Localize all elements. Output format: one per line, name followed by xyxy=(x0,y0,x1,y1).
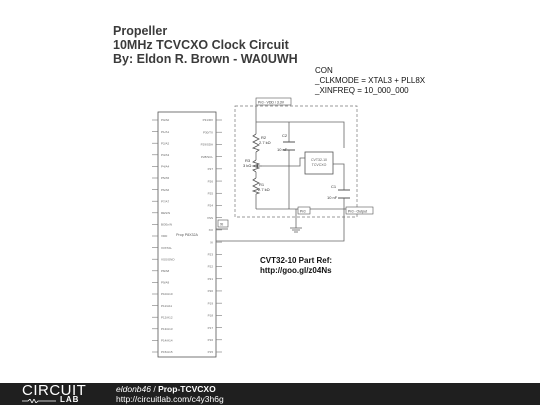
svg-text:Prd: Prd xyxy=(300,210,306,214)
part-reference: CVT32-10 Part Ref: http://goo.gl/z04Ns xyxy=(260,256,332,276)
chip-pin-label-left: P1/A1 xyxy=(161,130,170,134)
chip-pin-label-left: P3/A3 xyxy=(161,153,170,157)
chip-pin-label-left: P7/A7 xyxy=(161,199,170,203)
chip-pin-label-right: P30/TX xyxy=(203,130,213,134)
con-line-2: _CLKMODE = XTAL3 + PLL8X xyxy=(315,76,426,85)
chip-pin-label-right: P23 xyxy=(208,253,214,257)
c1-value: 10 nF xyxy=(327,195,338,200)
oscillator-boundary xyxy=(234,105,358,218)
svg-text:Prd - VDD / 3.3V: Prd - VDD / 3.3V xyxy=(258,101,285,105)
resistor-r2[interactable]: R2 2.7 kΩ xyxy=(251,133,271,153)
circuitlab-logo[interactable]: CIRCUIT xyxy=(22,382,87,399)
con-block: CON _CLKMODE = XTAL3 + PLL8X _XINFREQ = … xyxy=(315,66,425,96)
oscillator-cvt32-10[interactable]: CVT32-10 TCVCXO xyxy=(304,151,334,175)
chip-pin-label-right: P28/SCL xyxy=(201,155,213,159)
chip-pin-label-right: P17 xyxy=(208,326,214,330)
capacitor-c1[interactable]: C1 10 nF xyxy=(327,184,350,200)
chip-pin-label-right: P15 xyxy=(208,350,214,354)
wires xyxy=(216,106,350,242)
chip-pin-label-left: P6/A6 xyxy=(161,188,170,192)
chip-pin-label-right: P16 xyxy=(208,338,214,342)
chip-pin-label-right: P25 xyxy=(208,191,214,195)
r2-value: 2.7 kΩ xyxy=(259,140,271,145)
r3-value: 3 kΩ xyxy=(243,163,251,168)
chip-pin-label-right: VSS xyxy=(207,216,213,220)
footer-project-line: eldonb46 / Prop-TCVCXO xyxy=(116,384,216,394)
wire-osc-out xyxy=(333,163,345,190)
osc-sub: TCVCXO xyxy=(312,163,327,167)
chip-body xyxy=(157,111,217,358)
wire-output xyxy=(216,198,345,242)
net-label-xi[interactable]: XI xyxy=(217,219,229,228)
chip-pin-label-right: P21 xyxy=(208,277,214,281)
osc-label: CVT32-10 xyxy=(311,158,327,162)
diagram-title: Propeller 10MHz TCVCXO Clock Circuit By:… xyxy=(113,24,298,66)
resistor-r3[interactable]: R3 3 kΩ xyxy=(243,158,262,173)
footer-user-link[interactable]: eldonb46 xyxy=(116,384,151,394)
chip-pin-label-right: P26 xyxy=(208,179,214,183)
svg-text:XI: XI xyxy=(220,223,223,227)
c2-name: C2 xyxy=(282,133,288,138)
chip-pin-label-right: XO xyxy=(209,228,214,232)
chip-pin-label-right: P19 xyxy=(208,301,214,305)
part-ref-line-1: CVT32-10 Part Ref: xyxy=(260,256,333,265)
footer-bar: CIRCUIT LAB eldonb46 / Prop-TCVCXO http:… xyxy=(0,383,540,405)
chip-pin-label-left: P14/A14 xyxy=(161,339,173,343)
chip-pin-label-right: P29/SDA xyxy=(201,143,213,147)
net-label-prd[interactable]: Prd xyxy=(297,206,311,215)
chip-pin-label-left: P10/A10 xyxy=(161,292,173,296)
chip-pin-label-right: P31/RX xyxy=(203,118,213,122)
chip-pin-label-right: P22 xyxy=(208,265,214,269)
schematic[interactable]: Prop P8X32A P0/A0P1/A1P2/A2P3/A3P4/A4P5/… xyxy=(0,0,540,383)
chip-pin-label-right: XI xyxy=(210,240,213,244)
logo-lab-text: LAB xyxy=(60,395,80,404)
net-label-vdd[interactable]: Prd - VDD / 3.3V xyxy=(255,97,292,106)
chip-label: Prop P8X32A xyxy=(176,233,198,237)
logo-wire-icon xyxy=(22,399,56,403)
chip-pin-label-left: BOEn/N xyxy=(161,223,172,227)
chip-pin-label-left: P4/A4 xyxy=(161,165,170,169)
title-line-3: By: Eldon R. Brown - WA0UWH xyxy=(113,52,298,66)
title-line-1: Propeller xyxy=(113,24,168,38)
chip-pin-label-left: VSS/GND xyxy=(161,257,175,261)
chip-pin-label-left: P5/A5 xyxy=(161,176,170,180)
chip-pin-label-left: P2/A2 xyxy=(161,141,170,145)
r1-name: R1 xyxy=(259,182,265,187)
r3-name: R3 xyxy=(245,158,251,163)
chip-pin-label-left: P15/A15 xyxy=(161,350,173,354)
svg-text:Prd - Output: Prd - Output xyxy=(348,210,367,214)
chip-pin-label-left: P8/A8 xyxy=(161,269,170,273)
r2-name: R2 xyxy=(261,135,267,140)
ground-symbol xyxy=(290,227,302,233)
chip-pin-label-left: P13/A13 xyxy=(161,327,173,331)
chip-pin-label-left: P11/A11 xyxy=(161,304,172,308)
c1-name: C1 xyxy=(331,184,337,189)
chip-pin-label-left: P0/A0 xyxy=(161,118,170,122)
title-line-2: 10MHz TCVCXO Clock Circuit xyxy=(113,38,289,52)
chip-pin-label-left: XI/XTAL xyxy=(161,246,172,250)
chip-pin-label-left: P12/A12 xyxy=(161,315,173,319)
r1-value: 2.7 kΩ xyxy=(258,187,270,192)
c2-value: 10 nF xyxy=(277,147,288,152)
propeller-chip[interactable]: Prop P8X32A P0/A0P1/A1P2/A2P3/A3P4/A4P5/… xyxy=(152,111,222,358)
con-line-3: _XINFREQ = 10_000_000 xyxy=(315,86,409,95)
chip-pin-label-left: RES/N xyxy=(161,211,170,215)
chip-pin-label-left: VDD xyxy=(161,234,168,238)
resistor-r1[interactable]: R1 2.7 kΩ xyxy=(251,177,270,195)
chip-pin-label-right: P18 xyxy=(208,314,214,318)
chip-pin-label-right: P24 xyxy=(208,204,214,208)
chip-pin-label-right: P20 xyxy=(208,289,214,293)
con-line-1: CON xyxy=(315,66,333,75)
wire-top-rail xyxy=(256,121,345,148)
footer-url[interactable]: http://circuitlab.com/c4y3h6g xyxy=(116,394,224,404)
wire-trim xyxy=(262,157,305,167)
footer-project-link[interactable]: Prop-TCVCXO xyxy=(158,384,216,394)
chip-pin-label-right: P27 xyxy=(208,167,214,171)
capacitor-c2[interactable]: C2 10 nF xyxy=(277,133,295,152)
chip-pin-label-left: P9/A9 xyxy=(161,281,170,285)
footer-separator: / xyxy=(150,384,159,394)
part-ref-link[interactable]: http://goo.gl/z04Ns xyxy=(260,266,332,275)
net-label-output[interactable]: Prd - Output xyxy=(345,206,374,215)
